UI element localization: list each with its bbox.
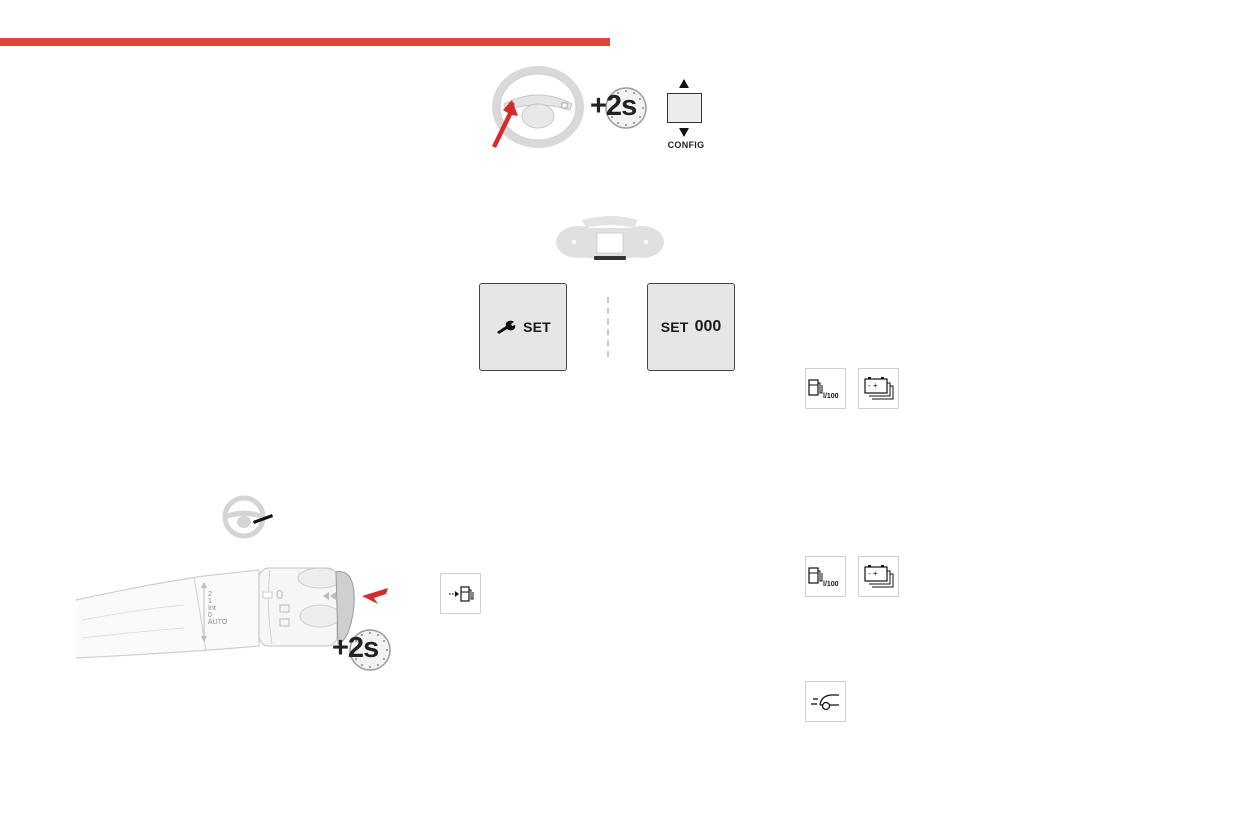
steering-wheel-stalk-icon bbox=[222, 495, 273, 539]
fuel-consumption-icon: l/100 bbox=[807, 378, 839, 400]
stop-start-icon bbox=[810, 693, 839, 710]
screen-divider bbox=[607, 297, 609, 357]
set-label: SET bbox=[523, 319, 551, 335]
svg-text:- +: - + bbox=[868, 569, 878, 578]
steering-wheel-illustration bbox=[492, 66, 584, 148]
timer-dial-icon bbox=[349, 629, 391, 671]
fuel-range-icon bbox=[448, 585, 473, 602]
stalk-pos-0: 0 bbox=[208, 612, 212, 619]
hold-timer-badge: +2s bbox=[332, 628, 392, 672]
battery-icon: - + bbox=[863, 376, 893, 399]
stalk-pos-1: 1 bbox=[208, 598, 212, 605]
fuel-consumption-tile: l/100 bbox=[805, 368, 846, 409]
battery-icon: - + bbox=[863, 564, 893, 587]
header-accent-bar bbox=[0, 38, 610, 46]
set-screen-wrench: SET bbox=[479, 283, 567, 371]
stalk-pos-2: 2 bbox=[208, 591, 212, 598]
set-label: SET bbox=[660, 319, 689, 335]
fuel-consumption-unit: l/100 bbox=[823, 581, 839, 588]
fuel-consumption-tile: l/100 bbox=[805, 556, 846, 597]
stalk-pos-auto: AUTO bbox=[208, 619, 228, 626]
stalk-scale: 2 1 Int 0 AUTO bbox=[208, 591, 227, 626]
fuel-consumption-unit: l/100 bbox=[823, 393, 839, 400]
set-screen-value: SET 000 bbox=[647, 283, 735, 371]
battery-tile: - + bbox=[858, 556, 899, 597]
timer-label: +2s bbox=[332, 632, 379, 664]
hold-timer-badge: +2s bbox=[588, 86, 648, 130]
stalk-pos-int: Int bbox=[208, 605, 216, 612]
wrench-icon bbox=[497, 320, 516, 334]
svg-text:- +: - + bbox=[868, 381, 878, 390]
down-arrow-icon bbox=[679, 128, 689, 137]
stop-start-tile bbox=[805, 681, 846, 722]
config-label: CONFIG bbox=[667, 140, 705, 150]
fuel-consumption-icon: l/100 bbox=[807, 566, 839, 588]
set-value: 000 bbox=[694, 318, 722, 335]
instrument-cluster-illustration bbox=[556, 216, 664, 260]
ring-position-zero: 0 bbox=[276, 587, 284, 602]
fuel-range-tile bbox=[440, 573, 481, 614]
up-arrow-icon bbox=[679, 79, 689, 88]
wiper-icon bbox=[279, 604, 290, 627]
config-button[interactable] bbox=[667, 93, 702, 123]
battery-tile: - + bbox=[858, 368, 899, 409]
timer-label: +2s bbox=[590, 90, 637, 122]
wiper-stalk-illustration bbox=[75, 567, 388, 659]
pointer-arrow-icon bbox=[492, 100, 518, 148]
timer-dial-icon bbox=[605, 87, 647, 129]
